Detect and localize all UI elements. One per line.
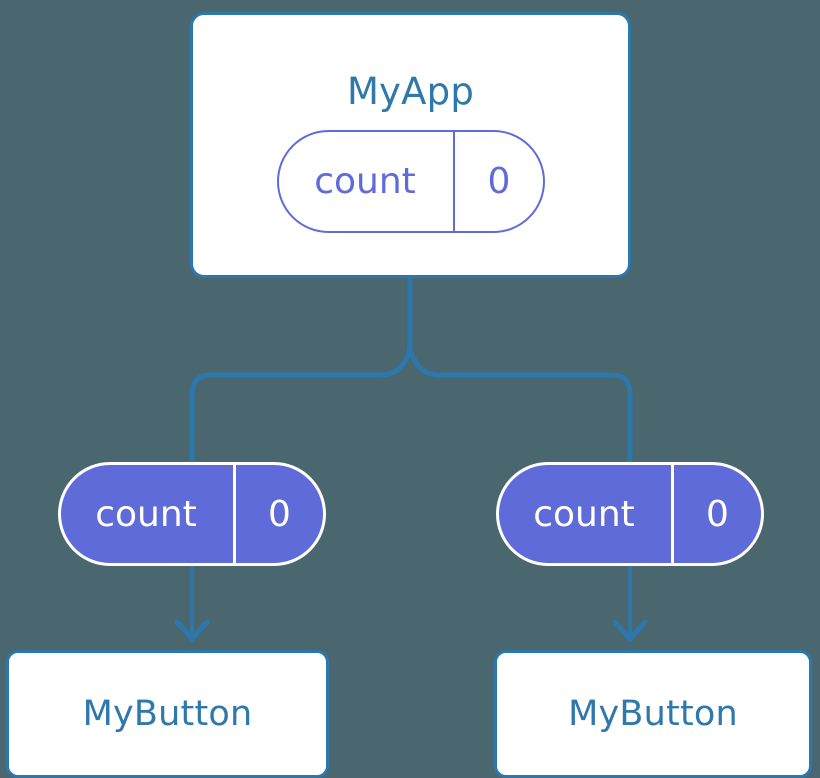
state-pill-right[interactable]: count 0 [496, 462, 764, 566]
component-label-myapp: MyApp [346, 70, 475, 113]
state-pill-left[interactable]: count 0 [58, 462, 326, 566]
component-box-mybutton-right[interactable]: MyButton [494, 650, 812, 778]
state-pill-right-key: count [533, 493, 635, 535]
wire-branch-left [189, 346, 413, 465]
state-pill-right-value: 0 [671, 465, 761, 563]
wire-branch-right [407, 346, 633, 465]
arrowhead-left [174, 619, 210, 642]
arrowhead-right [612, 619, 648, 642]
state-pill-root-key: count [314, 161, 416, 202]
component-label-mybutton-left: MyButton [82, 694, 253, 734]
state-pill-left-key: count [95, 493, 197, 535]
state-pill-root-value: 0 [453, 132, 543, 231]
state-pill-left-value: 0 [233, 465, 323, 563]
component-label-mybutton-right: MyButton [568, 694, 738, 734]
state-pill-root[interactable]: count 0 [277, 130, 545, 233]
component-box-mybutton-left[interactable]: MyButton [6, 650, 329, 778]
